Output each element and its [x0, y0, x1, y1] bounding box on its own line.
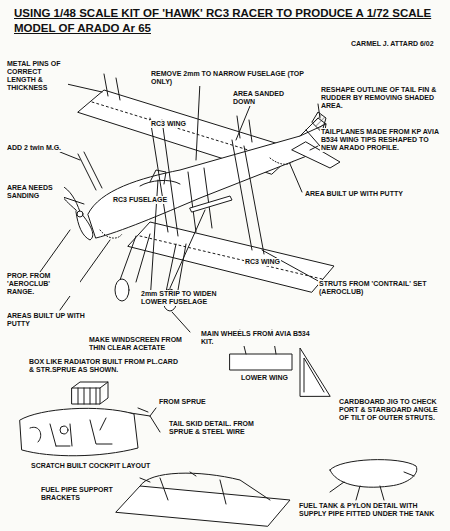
- note-label: MAIN WHEELS FROM AVIA B534 KIT.: [200, 330, 312, 346]
- note-label: BOX LIKE RADIATOR BUILT FROM PL.CARD & S…: [28, 358, 180, 374]
- note-label: AREA NEEDS SANDING: [6, 184, 64, 200]
- note-label: MAKE WINDSCREEN FROM THIN CLEAR ACETATE: [88, 336, 200, 352]
- note-label: LOWER WING: [240, 374, 289, 382]
- note-label: RC3 WING: [244, 258, 281, 266]
- note-label: REMOVE 2mm TO NARROW FUSELAGE (TOP ONLY): [150, 70, 322, 86]
- note-label: RESHAPE OUTLINE OF TAIL FIN & RUDDER BY …: [320, 86, 446, 110]
- note-label: CARMEL J. ATTARD 6/02: [350, 40, 435, 48]
- note-label: FROM SPRUE: [158, 398, 207, 406]
- note-label: 2mm STRIP TO WIDEN LOWER FUSELAGE: [140, 290, 226, 306]
- note-label: PROP. FROM 'AEROCLUB' RANGE.: [6, 272, 80, 296]
- note-label: METAL PINS OF CORRECT LENGTH & THICKNESS: [6, 60, 68, 92]
- note-label: FUEL PIPE SUPPORT BRACKETS: [40, 486, 116, 502]
- title: USING 1/48 SCALE KIT OF 'HAWK' RC3 RACER…: [14, 6, 434, 36]
- note-label: STRUTS FROM 'CONTRAIL' SET (AEROCLUB): [318, 280, 430, 296]
- note-label: FUEL TANK & PYLON DETAIL WITH SUPPLY PIP…: [298, 502, 446, 518]
- note-label: TAIL SKID DETAIL. FROM SPRUE & STEEL WIR…: [168, 420, 270, 436]
- note-label: AREAS BUILT UP WITH PUTTY: [6, 312, 88, 328]
- note-label: AREA BUILT UP WITH PUTTY: [304, 190, 404, 198]
- note-label: SCRATCH BUILT COCKPIT LAYOUT: [30, 462, 151, 470]
- note-label: RC3 FUSELAGE: [112, 196, 168, 204]
- note-label: TAILPLANES MADE FROM KP AVIA B534 WING T…: [320, 128, 446, 152]
- note-label: ADD 2 twin M.G.: [6, 144, 62, 152]
- note-label: CARDBOARD JIG TO CHECK PORT & STARBOARD …: [338, 398, 446, 422]
- note-label: RC3 WING: [150, 120, 187, 128]
- note-label: AREA SANDED DOWN: [232, 90, 298, 106]
